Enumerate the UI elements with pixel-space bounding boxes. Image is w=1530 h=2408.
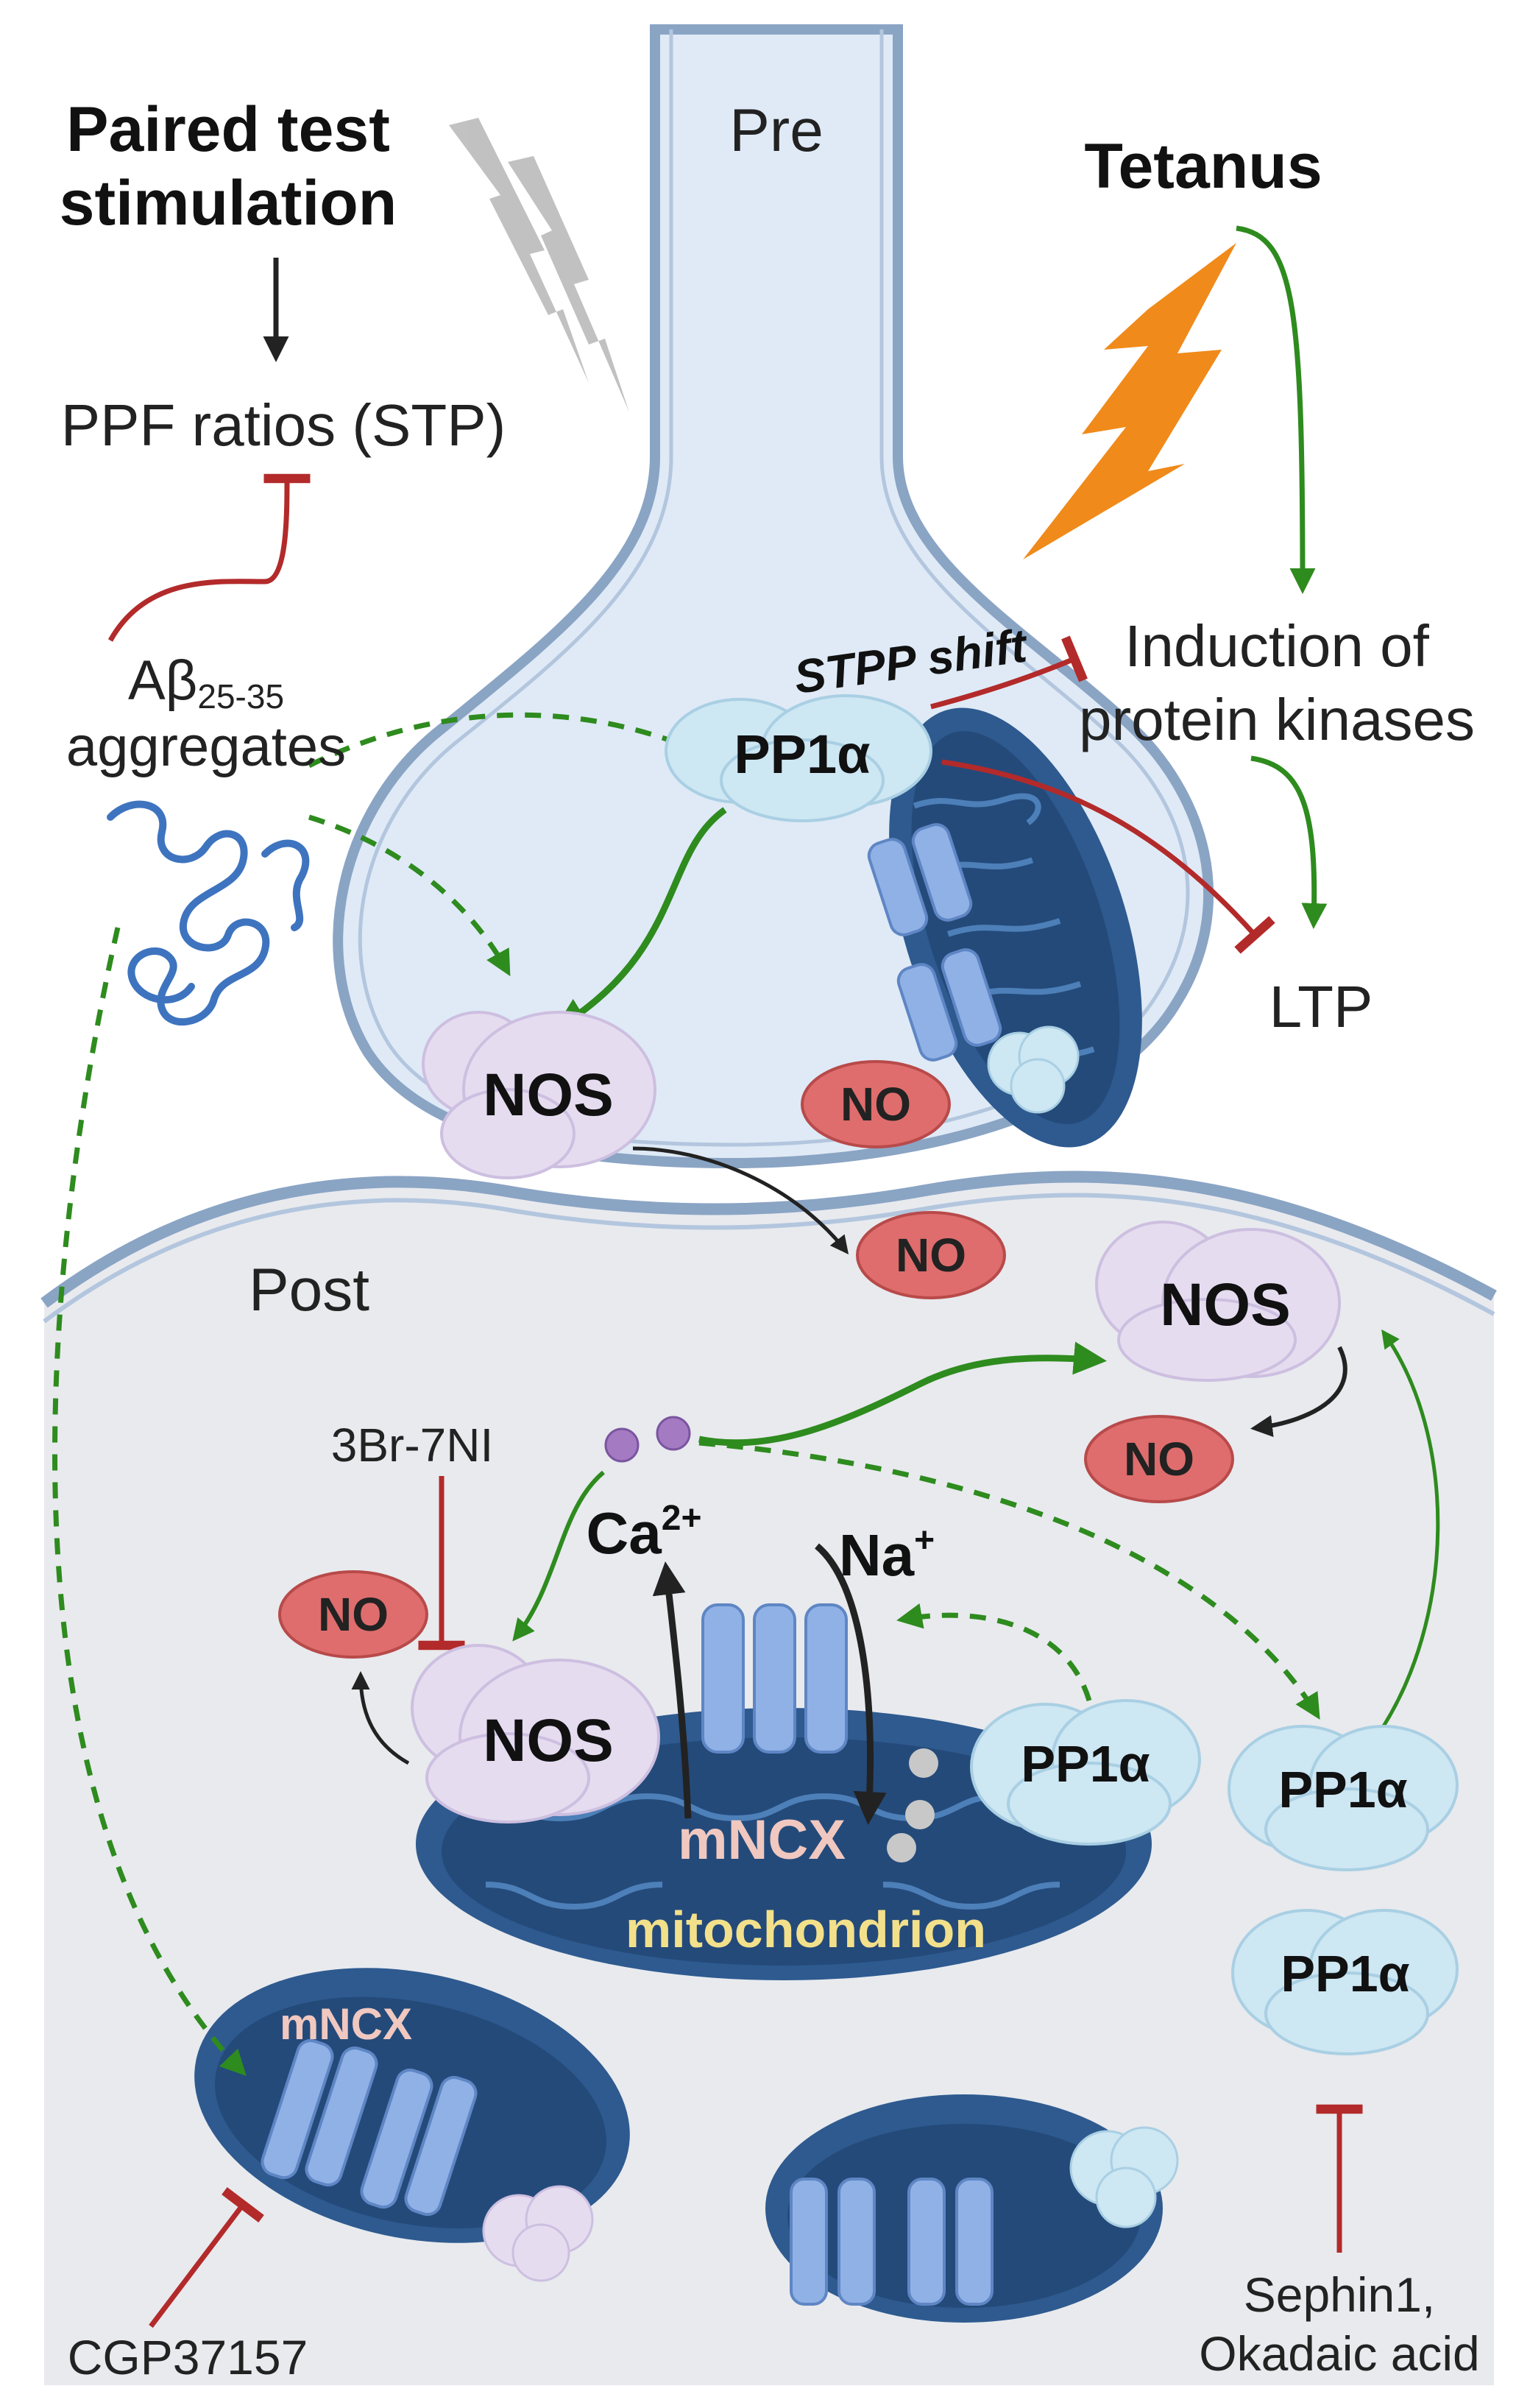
pp1a-pre — [665, 694, 932, 822]
arrow-na-influx — [815, 1543, 887, 1825]
tetanus-bolt-icon — [1023, 243, 1236, 559]
inhibit-pp1a-induction — [930, 635, 1088, 710]
induction-label-line2: protein kinases — [1079, 687, 1475, 752]
nos-mito — [411, 1644, 660, 1823]
lower-left-mncx-channels — [261, 2038, 478, 2217]
nos-mito-label: NOS — [483, 1707, 614, 1774]
presynaptic-mncx-channel-top — [867, 823, 973, 936]
calcium-dots-icon — [604, 1416, 691, 1463]
paired-test-label-line2: stimulation — [60, 168, 397, 239]
no-mito-left-label: NO — [318, 1588, 389, 1641]
arrow-ca-efflux — [652, 1561, 692, 1819]
no-cleft-oval — [856, 1211, 1006, 1299]
pp1a-pre-label: PP1α — [734, 724, 870, 785]
presynaptic-mncx-channel-bottom — [896, 948, 1002, 1062]
arrow-pre-nos-no — [632, 1146, 849, 1254]
abeta-aggregate-icon — [107, 800, 310, 1025]
arrow-ca-pp1a-right — [698, 1440, 1320, 1720]
no-cleft-label: NO — [896, 1229, 966, 1282]
inhibit-cgp-mncx — [149, 2186, 264, 2328]
pp1a-mito-label: PP1α — [1021, 1735, 1150, 1793]
arrow-pp1a-post-nos — [1374, 1329, 1440, 1739]
no-pre-oval — [801, 1060, 951, 1148]
inhibitor-sephin-label-line1: Sephin1, — [1244, 2267, 1436, 2322]
arrow-pp1a-pre-nos — [553, 807, 727, 1031]
arrow-mito-nos-no — [351, 1671, 410, 1765]
nos-post-upper — [1095, 1221, 1341, 1382]
arrow-post-nos-no — [1250, 1346, 1347, 1438]
arrow-ca-nos-right — [698, 1341, 1107, 1447]
ppf-ratios-label: PPF ratios (STP) — [61, 392, 506, 458]
induction-label-line1: Induction of — [1125, 613, 1429, 679]
pp1a-post-right-lower — [1231, 1909, 1459, 2055]
arrow-induction-ltp — [1250, 755, 1328, 929]
na-label: Na+ — [839, 1521, 935, 1588]
inhibit-abeta-ppf — [107, 473, 311, 642]
ion-dots-post — [887, 1748, 938, 1863]
inhibitor-3br-label: 3Br-7NI — [331, 1419, 494, 1472]
pp1a-post-right-upper — [1228, 1725, 1459, 1871]
arrow-tetanus-induction — [1236, 225, 1316, 594]
lower-middle-pp1a-blob — [1069, 2126, 1179, 2228]
arrow-abeta-lower-mncx — [52, 927, 247, 2077]
pre-label: Pre — [729, 97, 824, 164]
postsynaptic-membrane — [40, 1171, 1497, 1308]
inhibitor-cgp-label: CGP37157 — [68, 2330, 308, 2384]
arrow-pp1a-mncx — [896, 1603, 1092, 1702]
arrow-ca-mito-nos — [512, 1470, 605, 1642]
arrow-abeta-pp1a — [308, 712, 719, 769]
presynaptic-membrane-inner — [358, 29, 1190, 1147]
postsynaptic-membrane-inner — [43, 1193, 1495, 1324]
nos-post-upper-label: NOS — [1160, 1271, 1291, 1338]
arrow-abeta-pre-nos — [308, 814, 511, 977]
ca-label: Ca2+ — [587, 1499, 702, 1566]
inhibitor-sephin-label-line2: Okadaic acid — [1199, 2326, 1480, 2381]
mncx-lower-left-label: mNCX — [280, 1999, 412, 2049]
nos-pre-label: NOS — [483, 1062, 614, 1129]
paired-test-label-line1: Paired test — [66, 94, 390, 165]
post-mncx-channel — [701, 1603, 848, 1754]
no-pre-label: NO — [840, 1078, 911, 1131]
nos-pre — [422, 1011, 656, 1179]
no-mito-left-oval — [278, 1570, 428, 1659]
lower-left-nos-blob — [482, 2185, 594, 2282]
no-post-right-oval — [1084, 1415, 1234, 1503]
test-stimulation-bolt-icon — [449, 118, 629, 412]
pp1a-mito — [970, 1699, 1201, 1846]
no-post-right-label: NO — [1124, 1433, 1194, 1486]
post-label: Post — [249, 1257, 369, 1324]
abeta-label: Aβ25-35 — [128, 649, 284, 716]
pp1a-right-lower-label: PP1α — [1281, 1945, 1409, 2002]
inhibit-pp1a-ltp — [941, 759, 1275, 954]
tetanus-label: Tetanus — [1084, 131, 1322, 202]
presynaptic-mito-pp1a-blob — [987, 1025, 1080, 1114]
aggregates-label: aggregates — [66, 716, 346, 778]
pp1a-right-upper-label: PP1α — [1278, 1761, 1407, 1818]
lower-middle-mncx-channels — [790, 2178, 994, 2306]
mitochondrion-label: mitochondrion — [626, 1901, 986, 1958]
ltp-label: LTP — [1269, 974, 1373, 1039]
mncx-post-label: mNCX — [678, 1809, 846, 1871]
